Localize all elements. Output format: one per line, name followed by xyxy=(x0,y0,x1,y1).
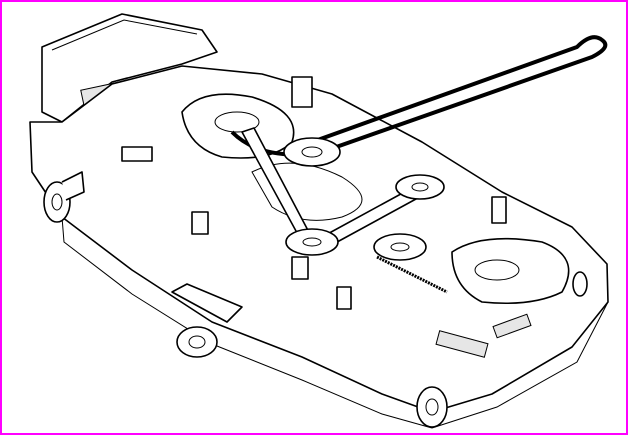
bracket xyxy=(491,196,507,224)
deck-post xyxy=(572,271,588,297)
bracket xyxy=(336,286,352,310)
left-pulley xyxy=(285,228,339,256)
bracket xyxy=(291,76,313,108)
right-spindle-cover xyxy=(451,237,570,304)
bracket xyxy=(121,146,153,162)
decal xyxy=(435,330,489,358)
roller-assembly xyxy=(171,283,243,358)
center-pulley xyxy=(283,137,341,167)
gauge-wheel-left xyxy=(43,171,85,223)
bracket xyxy=(191,211,209,235)
tension-spring xyxy=(376,255,448,294)
upper-idler-pulley xyxy=(395,174,445,200)
bracket xyxy=(291,256,309,280)
idler-pulley xyxy=(373,233,427,261)
decal xyxy=(492,313,532,339)
gauge-wheel-front xyxy=(416,386,448,428)
